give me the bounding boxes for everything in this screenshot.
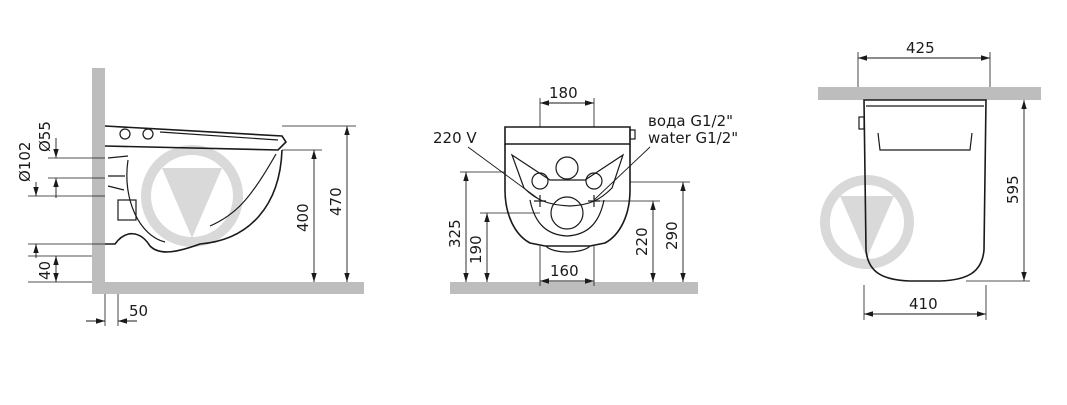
dim-dia-102: Ø102: [16, 142, 34, 182]
top-bottom-dimension: 410: [863, 285, 987, 320]
dim-290: 290: [663, 221, 681, 250]
top-view: 425 410 595: [818, 39, 1041, 320]
side-wall: [92, 68, 105, 294]
top-wall: [818, 87, 1041, 100]
dim-410: 410: [909, 295, 938, 313]
front-floor: [450, 282, 698, 294]
label-water-ru: вода G1/2": [648, 112, 733, 130]
watermark-logo-side: [141, 145, 243, 247]
side-bottom-dimension: 50: [86, 294, 148, 326]
front-view: 180 160 220 V вода G1/2" water G1/2" 325…: [433, 84, 738, 294]
side-toilet-outline: [104, 125, 288, 253]
dim-220: 220: [633, 227, 651, 256]
dim-425: 425: [906, 39, 935, 57]
top-width-dimension: 425: [857, 39, 991, 87]
dim-190: 190: [467, 235, 485, 264]
front-left-dimensions: 325 190: [446, 171, 540, 282]
dim-470: 470: [327, 187, 345, 216]
top-toilet-outline: [858, 99, 987, 282]
watermark-logo-top: [820, 175, 914, 269]
front-top-dimension: 180: [539, 84, 595, 127]
front-toilet-outline: [504, 126, 636, 253]
label-220v: 220 V: [433, 129, 477, 147]
dim-40: 40: [36, 261, 54, 280]
dim-400: 400: [294, 203, 312, 232]
front-right-dimensions: 220 290: [594, 181, 690, 282]
side-left-dimensions: Ø102 Ø55 40: [16, 121, 105, 283]
dim-160: 160: [550, 262, 579, 280]
dim-595: 595: [1004, 175, 1022, 204]
front-bottom-dimension: 160: [539, 246, 595, 286]
dim-180: 180: [549, 84, 578, 102]
side-right-dimensions: 400 470: [282, 125, 356, 282]
label-water-en: water G1/2": [648, 129, 738, 147]
front-labels: 220 V вода G1/2" water G1/2": [433, 112, 738, 201]
side-floor: [92, 282, 364, 294]
top-depth-dimension: 595: [966, 100, 1030, 282]
dim-50: 50: [129, 302, 148, 320]
dim-dia-55: Ø55: [36, 121, 54, 152]
side-view: Ø102 Ø55 40 50 400 470: [16, 68, 364, 326]
dim-325: 325: [446, 219, 464, 248]
